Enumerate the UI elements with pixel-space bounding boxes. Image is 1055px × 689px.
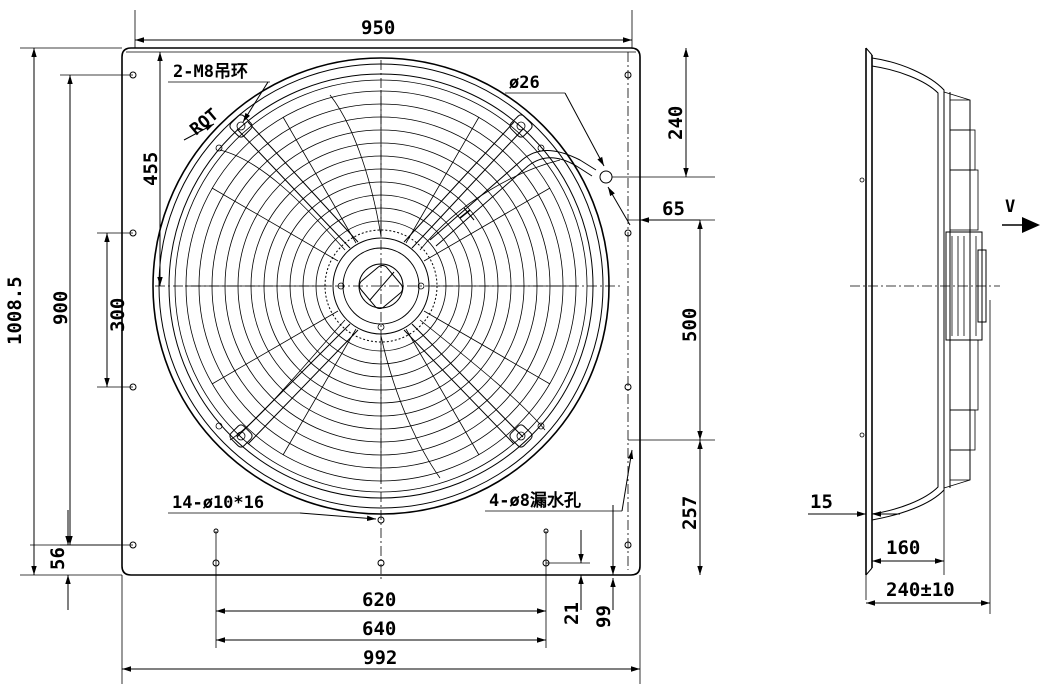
dim-257: 257 xyxy=(679,496,701,530)
note-lifting-rings: 2-M8吊环 xyxy=(173,62,248,82)
note-cable-dia: ø26 xyxy=(509,73,540,93)
dim-950: 950 xyxy=(361,17,395,39)
note-rotation: ROT xyxy=(186,105,222,140)
dim-15: 15 xyxy=(810,491,833,513)
dim-21: 21 xyxy=(561,602,583,625)
dim-500: 500 xyxy=(679,308,701,342)
dim-455: 455 xyxy=(140,152,162,186)
mounting-plate xyxy=(121,47,641,576)
dim-900: 900 xyxy=(50,291,72,325)
dim-65: 65 xyxy=(662,198,685,220)
dim-99: 99 xyxy=(593,605,615,628)
airflow-label: V xyxy=(1005,197,1015,217)
dim-992: 992 xyxy=(363,647,397,669)
dim-300: 300 xyxy=(107,298,129,332)
dim-620: 620 xyxy=(362,589,396,611)
dim-240: 240 xyxy=(665,106,687,140)
dim-1008: 1008.5 xyxy=(4,276,26,345)
side-view: V 15 160 240±10 xyxy=(808,47,1040,614)
dim-240-tol: 240±10 xyxy=(886,579,955,601)
dim-56: 56 xyxy=(47,547,69,570)
note-mount-holes: 14-ø10*16 xyxy=(172,493,264,513)
dim-160: 160 xyxy=(886,537,920,559)
dim-640: 640 xyxy=(362,618,396,640)
note-drain-holes: 4-ø8漏水孔 xyxy=(489,490,581,511)
front-view: 950 1008.5 900 300 455 56 240 65 xyxy=(4,10,715,684)
motor-arms xyxy=(215,114,545,448)
